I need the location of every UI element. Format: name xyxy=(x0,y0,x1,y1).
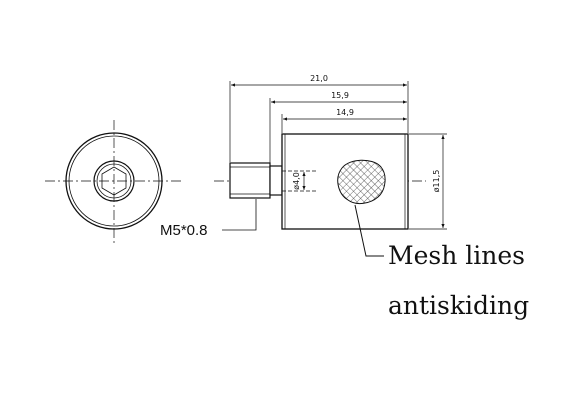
thread-leader xyxy=(222,199,257,231)
thread-label: M5*0.8 xyxy=(160,222,208,239)
dimension-bore: ø4,0 xyxy=(292,172,306,190)
dimension-overall: 21,0 xyxy=(229,74,409,162)
side-view xyxy=(214,133,426,230)
dim-text-outer-diameter: ø11,5 xyxy=(432,170,441,193)
dimension-body: 14,9 xyxy=(281,108,407,133)
end-view-chamfer-circle xyxy=(68,135,160,227)
dim-text-bore: ø4,0 xyxy=(292,172,301,190)
dim-text-body: 14,9 xyxy=(336,108,354,117)
mesh-leader xyxy=(354,204,384,257)
end-view xyxy=(45,120,182,243)
dim-text-body-plus-neck: 15,9 xyxy=(331,91,349,100)
dimension-body-plus-neck: 15,9 xyxy=(269,91,407,165)
end-view-outer-circle xyxy=(65,132,163,230)
end-view-hex-socket xyxy=(101,166,127,196)
mesh-knurl-area xyxy=(337,159,386,205)
neck xyxy=(269,165,283,196)
mesh-callout: Mesh lines antiskiding xyxy=(354,204,529,320)
thread-callout: M5*0.8 xyxy=(160,199,257,239)
end-view-bore-inner xyxy=(96,163,132,199)
end-view-bore-outer xyxy=(93,160,135,202)
mesh-label-line1: Mesh lines xyxy=(388,241,525,270)
mesh-label-line2: antiskiding xyxy=(388,291,529,320)
dim-text-overall: 21,0 xyxy=(310,74,328,83)
dimension-outer-diameter: ø11,5 xyxy=(409,133,447,230)
threaded-stud xyxy=(229,162,271,199)
